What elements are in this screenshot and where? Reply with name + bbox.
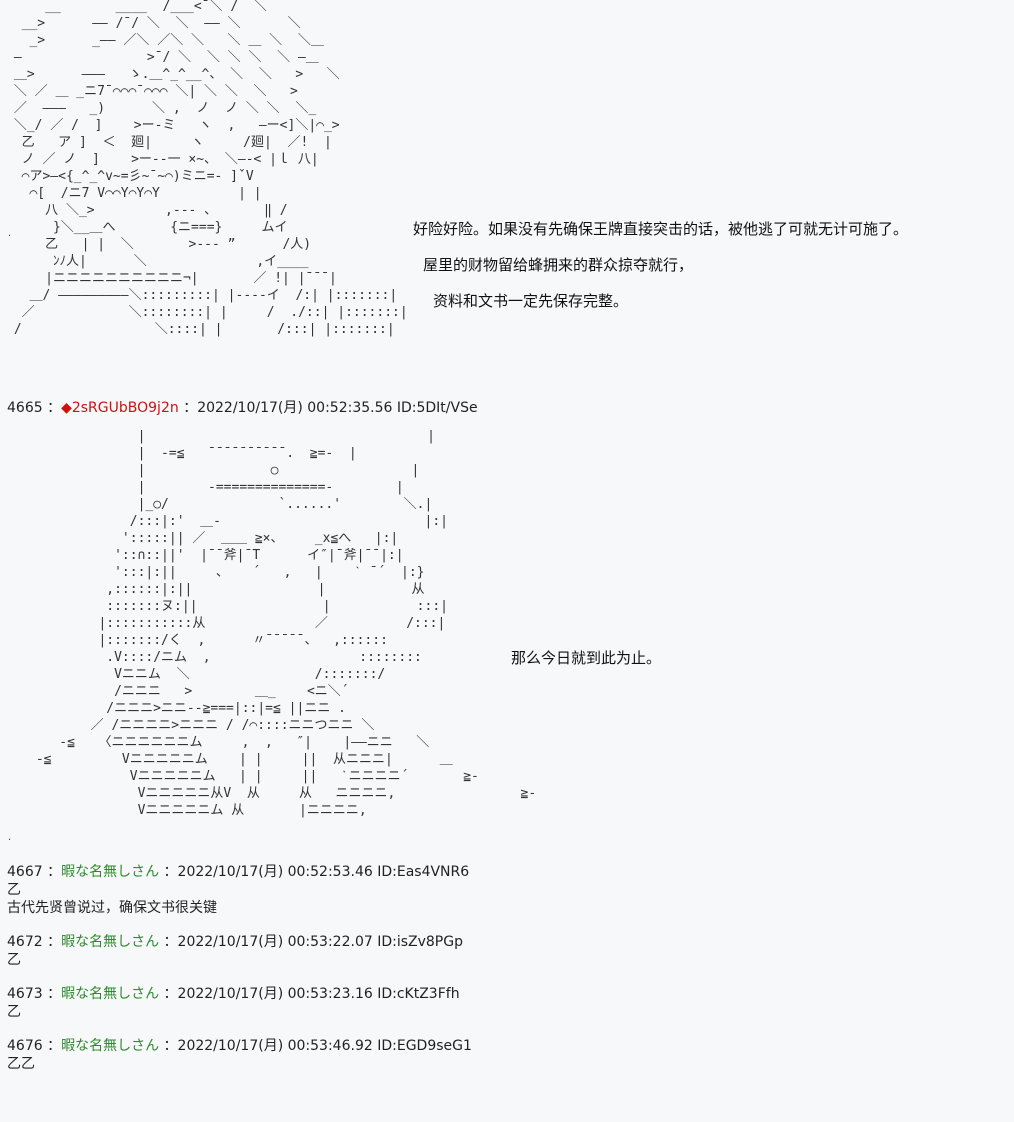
- dialog-line: 那么今日就到此为止。: [511, 649, 662, 667]
- ascii-art-top: __ ____ /___<ˉ＼ / ＼ __> ―― /ˉ/ ＼ ＼ ―― ＼ …: [13, 0, 408, 337]
- post-colon: ：: [47, 934, 62, 950]
- post-colon: ：: [47, 864, 62, 880]
- post-date: 2022/10/17(月) 00:53:22.07: [177, 934, 373, 950]
- post-id[interactable]: ID:5DIt/VSe: [396, 400, 478, 416]
- post-colon: ：: [163, 1038, 178, 1054]
- post-date: 2022/10/17(月) 00:53:46.92: [177, 1038, 373, 1054]
- decorative-dot: .: [8, 228, 12, 239]
- post-colon: ：: [47, 400, 62, 416]
- poster-trip: ◆2sRGUbBO9j2n: [61, 400, 179, 416]
- post-date: 2022/10/17(月) 00:52:35.56: [197, 400, 393, 416]
- post-date: 2022/10/17(月) 00:53:23.16: [177, 986, 373, 1002]
- post-id[interactable]: ID:EGD9seG1: [377, 1038, 472, 1054]
- post-colon: ：: [47, 1038, 62, 1054]
- poster-name: 暇な名無しさん: [61, 986, 160, 1002]
- post-body: 乙 古代先贤曾说过，确保文书很关键: [7, 882, 217, 916]
- post-number[interactable]: 4665: [7, 400, 43, 416]
- post-colon: ：: [183, 400, 198, 416]
- post-colon: ：: [163, 864, 178, 880]
- post-number[interactable]: 4673: [7, 986, 43, 1002]
- poster-name: 暇な名無しさん: [61, 864, 160, 880]
- post-number[interactable]: 4672: [7, 934, 43, 950]
- post-header: 4676 ：暇な名無しさん ：2022/10/17(月) 00:53:46.92…: [7, 1037, 472, 1055]
- post-id[interactable]: ID:isZv8PGp: [377, 934, 463, 950]
- post-header: 4673 ：暇な名無しさん ：2022/10/17(月) 00:53:23.16…: [7, 985, 460, 1003]
- post-header: 4672 ：暇な名無しさん ：2022/10/17(月) 00:53:22.07…: [7, 933, 463, 951]
- post-header: 4667 ：暇な名無しさん ：2022/10/17(月) 00:52:53.46…: [7, 863, 469, 881]
- dialog-line: 资料和文书一定先保存完整。: [433, 292, 629, 310]
- post-id[interactable]: ID:Eas4VNR6: [377, 864, 470, 880]
- post-number[interactable]: 4676: [7, 1038, 43, 1054]
- ascii-art-middle: | | | -=≦ ˉˉˉˉˉˉˉˉˉˉ. ≧=- | | ○ | | -===…: [35, 429, 537, 818]
- post-colon: ：: [163, 934, 178, 950]
- decorative-dot: .: [8, 832, 12, 843]
- dialog-line: 好险好险。如果没有先确保王牌直接突击的话，被他逃了可就无计可施了。: [413, 220, 909, 238]
- post-id[interactable]: ID:cKtZ3Ffh: [377, 986, 460, 1002]
- post-colon: ：: [47, 986, 62, 1002]
- dialog-line: 屋里的财物留给蜂拥来的群众掠夺就行，: [423, 256, 694, 274]
- post-colon: ：: [163, 986, 178, 1002]
- post-header: 4665 ：◆2sRGUbBO9j2n ：2022/10/17(月) 00:52…: [7, 399, 478, 417]
- post-body: 乙乙: [7, 1056, 35, 1072]
- post-date: 2022/10/17(月) 00:52:53.46: [177, 864, 373, 880]
- post-body: 乙: [7, 952, 21, 968]
- poster-name: 暇な名無しさん: [61, 934, 160, 950]
- post-number[interactable]: 4667: [7, 864, 43, 880]
- poster-name: 暇な名無しさん: [61, 1038, 160, 1054]
- post-body: 乙: [7, 1004, 21, 1020]
